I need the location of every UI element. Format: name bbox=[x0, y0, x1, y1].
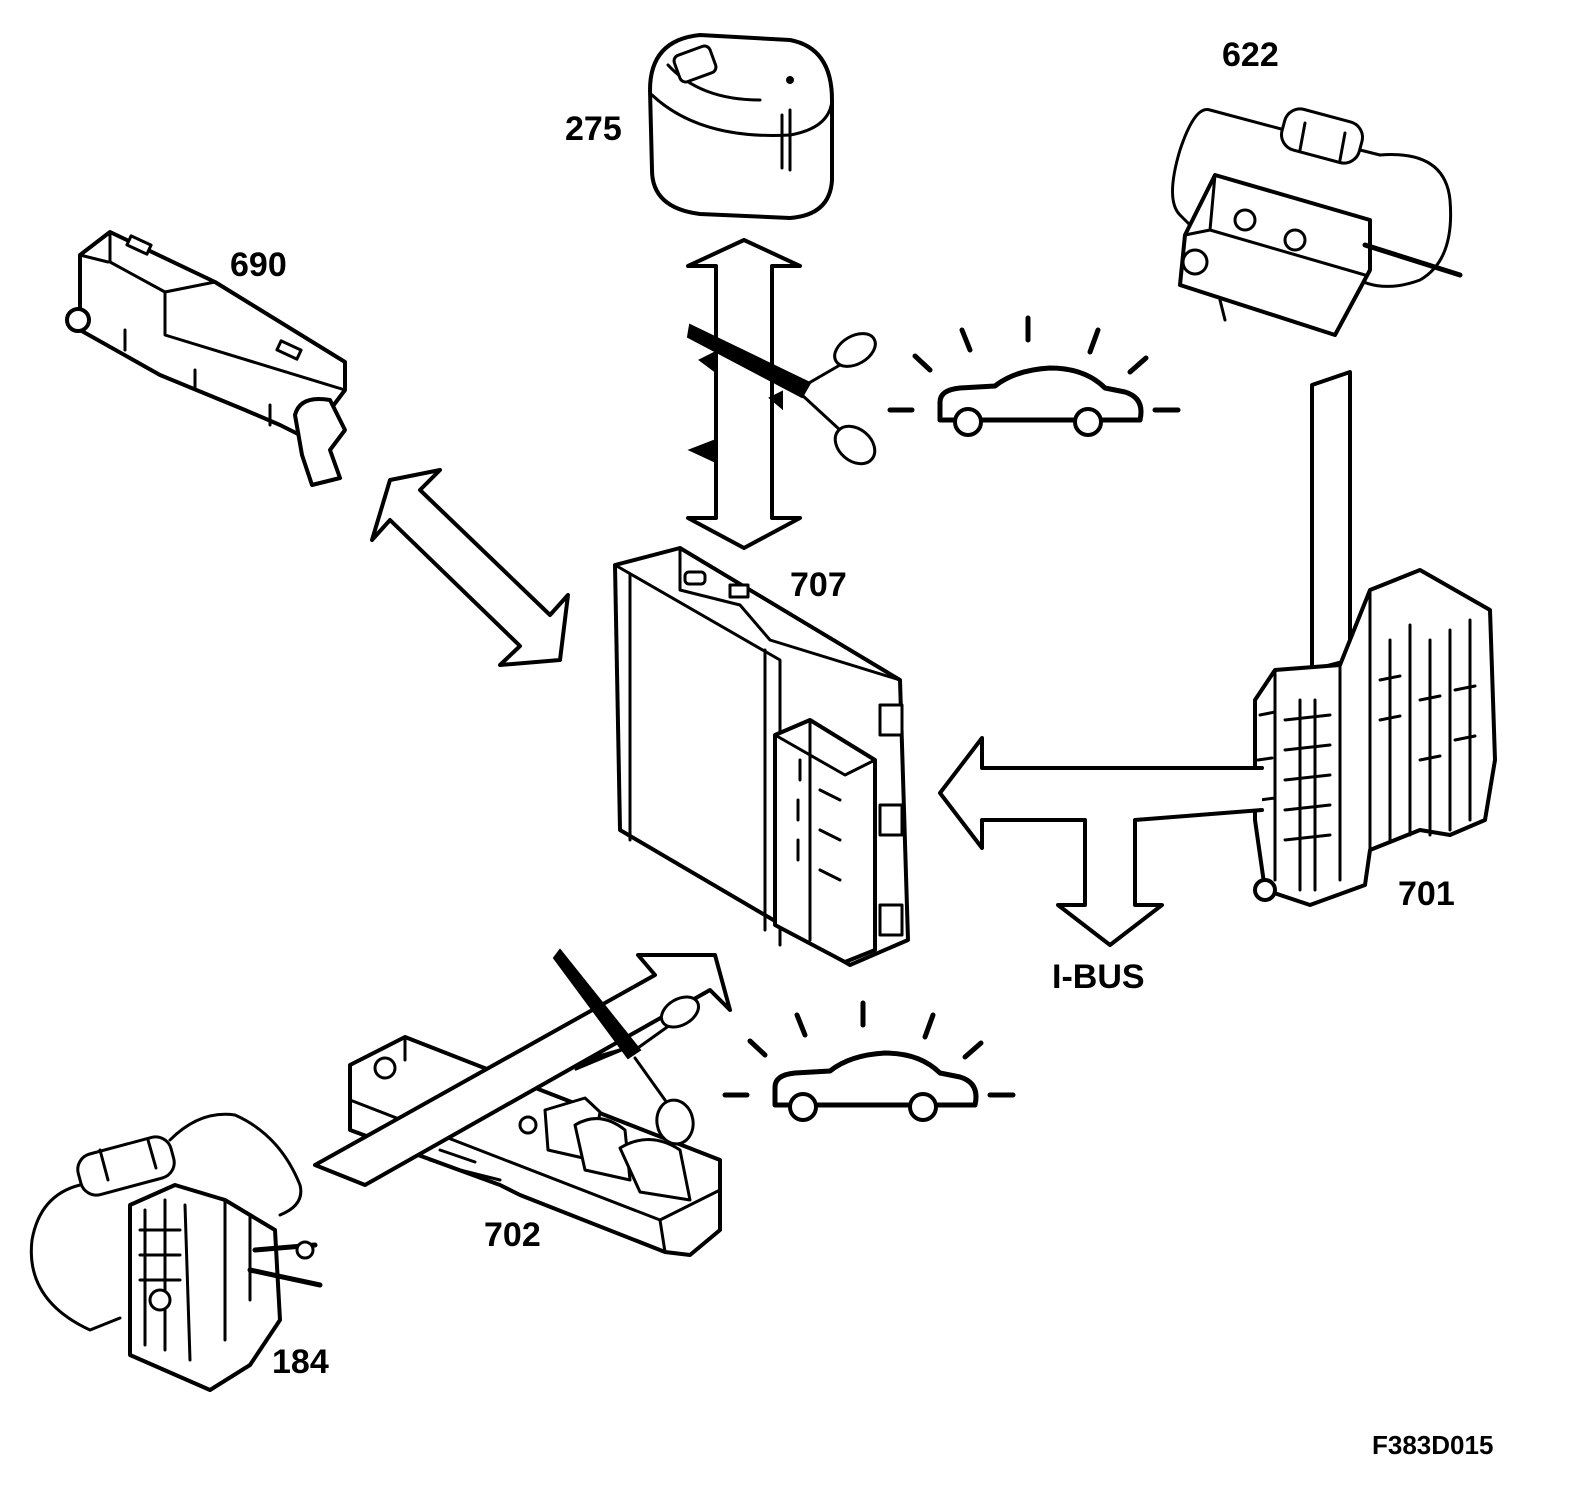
car-lights-icon bbox=[887, 315, 1181, 437]
component-275 bbox=[648, 33, 834, 220]
component-184 bbox=[29, 1112, 323, 1392]
line-622-701 bbox=[1310, 370, 1352, 672]
component-707 bbox=[613, 546, 910, 967]
car-lights-icon bbox=[722, 1000, 1016, 1122]
label-707: 707 bbox=[790, 566, 847, 604]
scissors-icon bbox=[686, 323, 877, 466]
label-690: 690 bbox=[230, 246, 287, 284]
arrow-184-707 bbox=[313, 953, 732, 1187]
label-622: 622 bbox=[1222, 36, 1279, 74]
arrow-701-ibus bbox=[938, 736, 1264, 947]
label-275: 275 bbox=[565, 110, 622, 148]
component-690 bbox=[65, 230, 347, 487]
component-701 bbox=[1253, 568, 1497, 907]
scissors-icon bbox=[552, 948, 700, 1146]
label-184: 184 bbox=[272, 1343, 329, 1381]
label-702: 702 bbox=[484, 1216, 541, 1254]
arrow-275-707 bbox=[686, 238, 802, 550]
component-622 bbox=[1171, 107, 1463, 337]
label-701: 701 bbox=[1398, 875, 1455, 913]
label-ibus: I-BUS bbox=[1052, 958, 1145, 996]
figure-reference: F383D015 bbox=[1372, 1430, 1494, 1460]
arrow-690-707 bbox=[370, 468, 570, 667]
